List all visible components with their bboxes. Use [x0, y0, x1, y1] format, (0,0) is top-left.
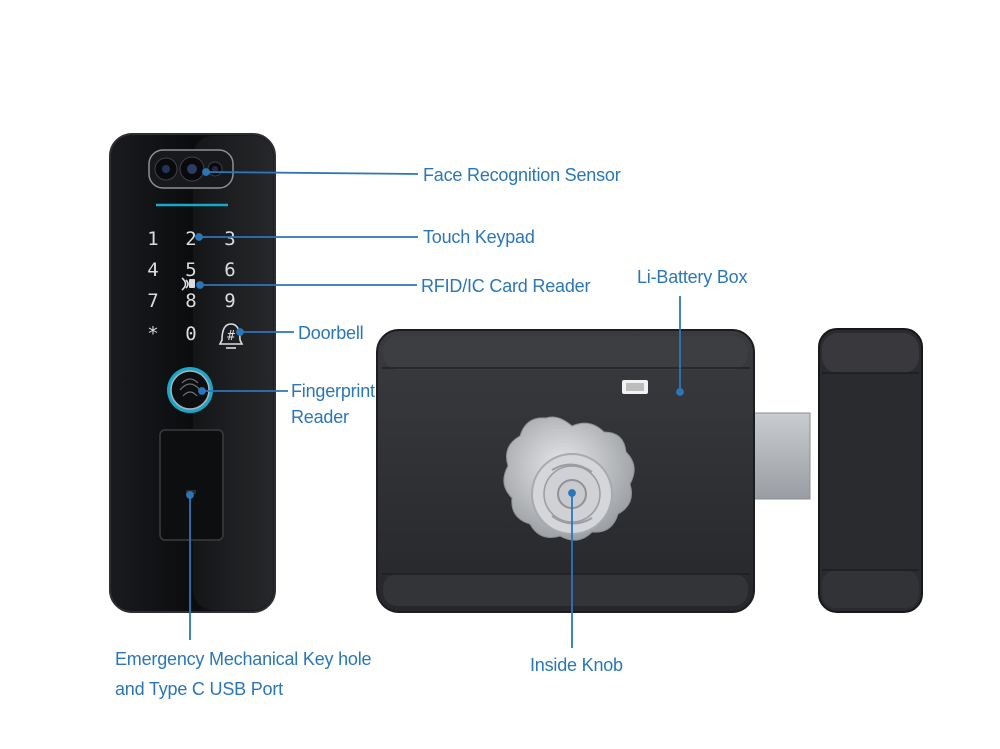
rfid-icon [181, 277, 195, 291]
keypad-key: 7 [147, 290, 158, 312]
face-callout-line [205, 171, 419, 175]
keypad-key: 3 [224, 228, 235, 250]
strike-box [818, 328, 923, 613]
keypad-key: 9 [224, 290, 235, 312]
label-rfid-card-reader: RFID/IC Card Reader [421, 276, 591, 296]
keypad-key: 5 [185, 259, 196, 281]
label-touch-keypad: Touch Keypad [423, 227, 535, 247]
keypad-key: * [147, 323, 158, 345]
touch-keypad: 1 2 3 4 5 6 7 8 9 * 0 [147, 228, 235, 345]
keypad-key: # [227, 329, 235, 344]
label-li-battery-box: Li-Battery Box [637, 267, 748, 287]
keypad-key: 6 [224, 259, 235, 281]
lock-body [376, 329, 811, 613]
key-cover [159, 429, 224, 541]
keypad-key: 0 [185, 323, 196, 345]
label-fingerprint-line-2: Reader [291, 407, 349, 428]
keypad-key: 2 [185, 228, 196, 250]
keypad-key: 1 [147, 228, 158, 250]
label-inside-knob: Inside Knob [530, 655, 623, 675]
label-fingerprint-reader: Fingerprint Reader [291, 379, 375, 430]
keypad-key: 4 [147, 259, 158, 281]
label-doorbell: Doorbell [298, 323, 364, 343]
keypad-key: 8 [185, 290, 196, 312]
front-panel: 1 2 3 4 5 6 7 8 9 * 0 # [109, 133, 276, 613]
label-emergency-key-line-2: and Type C USB Port [115, 679, 283, 699]
face-recognition-sensor [148, 149, 234, 189]
doorbell-icon: # [218, 323, 244, 349]
label-face-recognition-sensor: Face Recognition Sensor [423, 165, 621, 185]
label-fingerprint-line-1: Fingerprint [291, 381, 375, 401]
inside-knob [503, 416, 635, 541]
lock-bolt [749, 412, 811, 500]
callout-lines [186, 168, 684, 648]
fingerprint-reader [167, 367, 213, 413]
label-emergency-key-line-1: Emergency Mechanical Key hole [115, 649, 372, 669]
